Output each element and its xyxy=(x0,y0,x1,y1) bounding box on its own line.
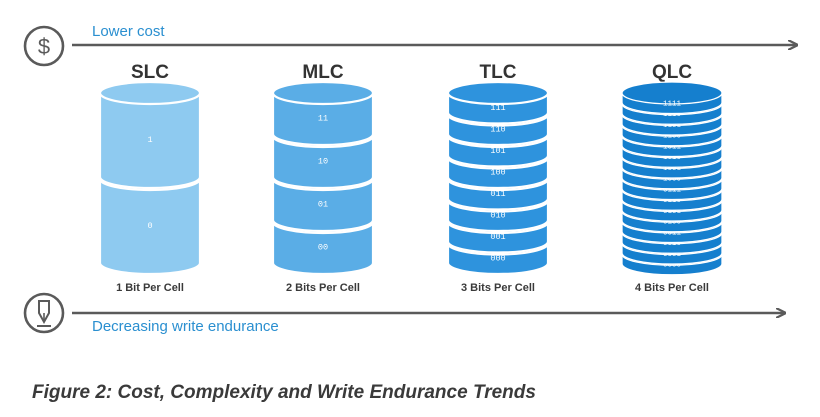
cell-level-label: 10 xyxy=(318,157,328,167)
cell-level-label: 1110 xyxy=(663,111,682,119)
cell-type-tlc: TLC 000 001 010 011 100 101 110 111 3 Bits Per Ce… xyxy=(446,62,550,294)
cell-level-label: 0 xyxy=(147,221,152,231)
endurance-arrow-label: Decreasing write endurance xyxy=(92,318,279,335)
cost-arrow-label: Lower cost xyxy=(92,23,165,40)
bits-per-cell-caption: 2 Bits Per Cell xyxy=(286,282,360,294)
cell-level-label: 1111 xyxy=(663,100,682,108)
endurance-arrow: Decreasing write endurance xyxy=(23,292,784,335)
cell-level-label: 11 xyxy=(318,114,328,124)
cell-level-label: 0011 xyxy=(663,229,682,237)
cell-level-label: 1001 xyxy=(663,165,682,173)
bits-per-cell-caption: 3 Bits Per Cell xyxy=(461,282,535,294)
dollar-circle-icon: $ xyxy=(23,25,65,67)
cell-level-label: 0111 xyxy=(663,186,682,194)
cell-level-label: 0100 xyxy=(663,219,682,227)
cell-level-label: 1 xyxy=(147,135,152,145)
cell-level-label: 0101 xyxy=(663,208,682,216)
cost-arrow: $ Lower cost xyxy=(23,23,796,67)
cell-level-label: 0010 xyxy=(663,240,682,248)
cell-level-label: 010 xyxy=(490,210,505,220)
cell-level-segment: 11 xyxy=(271,80,375,147)
cell-level-label: 101 xyxy=(490,146,505,156)
cell-level-label: 1010 xyxy=(663,154,682,162)
cell-type-slc: SLC 0 1 1 Bit Per Cell xyxy=(98,62,202,294)
cell-type-qlc: QLC 0000 0001 0010 0011 0100 0101 0110 0111 1000 1… xyxy=(621,62,723,294)
bits-per-cell-caption: 4 Bits Per Cell xyxy=(635,282,709,294)
cell-level-label: 1101 xyxy=(663,122,682,130)
cell-level-label: 000 xyxy=(490,253,505,263)
bits-per-cell-caption: 1 Bit Per Cell xyxy=(116,282,184,294)
cell-level-label: 1100 xyxy=(663,133,682,141)
cell-level-label: 1000 xyxy=(663,176,682,184)
cell-level-label: 0001 xyxy=(663,251,682,259)
cell-level-segment: 111 xyxy=(446,80,550,125)
cell-type-heading: SLC xyxy=(131,62,169,83)
cell-level-label: 111 xyxy=(490,103,505,113)
cell-level-label: 0000 xyxy=(663,262,682,270)
cell-level-label: 1011 xyxy=(663,143,682,151)
cell-level-label: 01 xyxy=(318,200,328,210)
cell-level-segment: 1111 xyxy=(621,81,723,115)
cell-level-segment: 1 xyxy=(98,80,202,190)
cell-level-label: 0110 xyxy=(663,197,682,205)
cell-level-label: 001 xyxy=(490,232,505,242)
cell-type-mlc: MLC 00 01 10 11 2 Bits Per Cell xyxy=(271,62,375,294)
cell-level-label: 110 xyxy=(490,124,505,134)
figure-caption: Figure 2: Cost, Complexity and Write End… xyxy=(32,382,536,403)
cell-type-heading: TLC xyxy=(480,62,517,83)
cell-level-label: 011 xyxy=(490,189,505,199)
cell-level-label: 00 xyxy=(318,243,328,253)
svg-text:$: $ xyxy=(38,34,50,59)
cell-type-heading: MLC xyxy=(302,62,343,83)
pen-nib-circle-icon xyxy=(23,292,65,334)
cell-type-heading: QLC xyxy=(652,62,692,83)
cell-level-label: 100 xyxy=(490,167,505,177)
